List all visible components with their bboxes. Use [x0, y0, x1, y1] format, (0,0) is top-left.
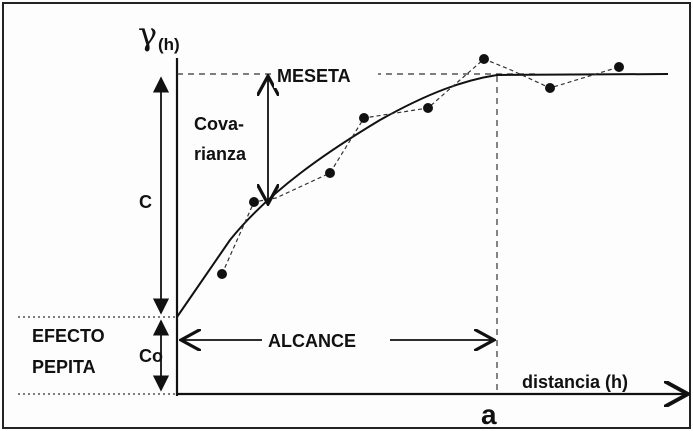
model-curve [176, 73, 669, 318]
nugget-label-line1: EFECTO [32, 326, 105, 346]
data-point [545, 83, 555, 93]
sill-label-backing [274, 62, 378, 88]
range-label-backing [262, 326, 390, 354]
data-point [359, 113, 369, 123]
nugget-label-line2: PEPITA [32, 357, 96, 377]
data-point [325, 168, 335, 178]
data-point [479, 54, 489, 64]
covariance-label-line1: Cova- [194, 114, 244, 134]
c0-label: Co [139, 346, 163, 366]
range-label: ALCANCE [268, 331, 356, 351]
experimental-polyline [221, 58, 620, 275]
x-axis-label: distancia (h) [522, 372, 628, 392]
covariance-label-line2: rianza [194, 144, 247, 164]
data-point [614, 62, 624, 72]
sill-label: MESETA [277, 66, 351, 86]
data-point [217, 269, 227, 279]
data-point [249, 197, 259, 207]
data-point [423, 103, 433, 113]
experimental-points [217, 54, 624, 279]
y-axis-subscript: (h) [158, 35, 180, 54]
c-label: C [139, 192, 152, 212]
range-symbol: a [481, 399, 497, 430]
y-axis-symbol: γ [138, 15, 157, 53]
